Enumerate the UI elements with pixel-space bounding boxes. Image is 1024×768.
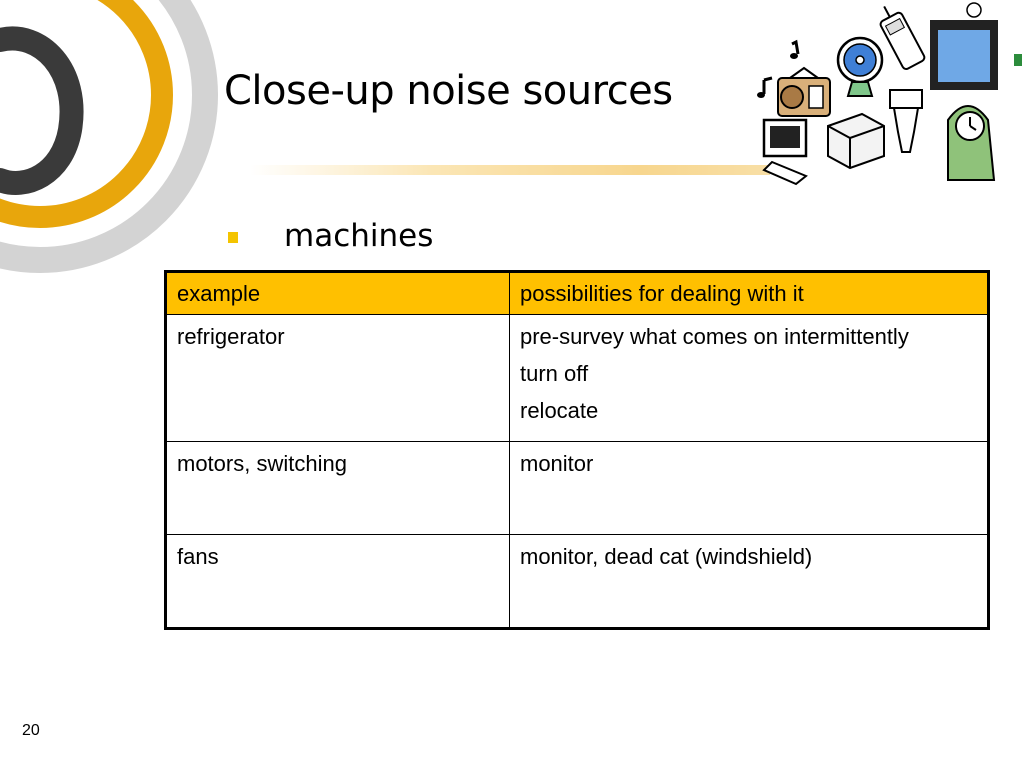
page-number: 20 <box>22 722 40 739</box>
decorative-rings <box>0 0 218 273</box>
possibility-line: relocate <box>520 398 599 423</box>
bullet-text: machines <box>284 218 434 254</box>
bullet-marker <box>228 231 238 243</box>
cell-possibilities: monitor, dead cat (windshield) <box>509 534 989 629</box>
cell-possibilities: pre-survey what comes on intermittently … <box>509 314 989 442</box>
possibility-line: monitor, dead cat (windshield) <box>520 544 813 569</box>
cell-possibilities: monitor <box>509 441 989 535</box>
clipart-group <box>757 2 1022 186</box>
radio-icon <box>777 66 831 117</box>
slide-title: Close-up noise sources <box>224 68 673 114</box>
elevator-icon <box>930 2 1022 90</box>
header-possibilities: possibilities for dealing with it <box>509 271 989 315</box>
cell-example: motors, switching <box>165 441 510 535</box>
table-row: fans monitor, dead cat (windshield) <box>165 534 989 629</box>
computer-icon <box>762 118 808 186</box>
table-row: motors, switching monitor <box>165 441 989 535</box>
cell-phone-icon <box>879 5 926 70</box>
clock-icon <box>947 105 996 181</box>
music-note-icon <box>757 39 800 98</box>
header-example: example <box>165 271 510 315</box>
possibility-line: pre-survey what comes on intermittently <box>520 324 909 349</box>
bullet-item: machines <box>228 218 433 254</box>
cell-example: refrigerator <box>165 314 510 442</box>
title-underline <box>250 165 770 175</box>
table-row: refrigerator pre-survey what comes on in… <box>165 314 989 442</box>
possibility-line: turn off <box>520 361 589 386</box>
table-header-row: example possibilities for dealing with i… <box>165 271 989 315</box>
toilet-icon <box>889 89 923 153</box>
cell-example: fans <box>165 534 510 629</box>
noise-sources-table: example possibilities for dealing with i… <box>164 270 990 630</box>
fan-icon <box>836 36 884 97</box>
printer-icon <box>827 112 885 170</box>
possibility-line: monitor <box>520 451 594 476</box>
